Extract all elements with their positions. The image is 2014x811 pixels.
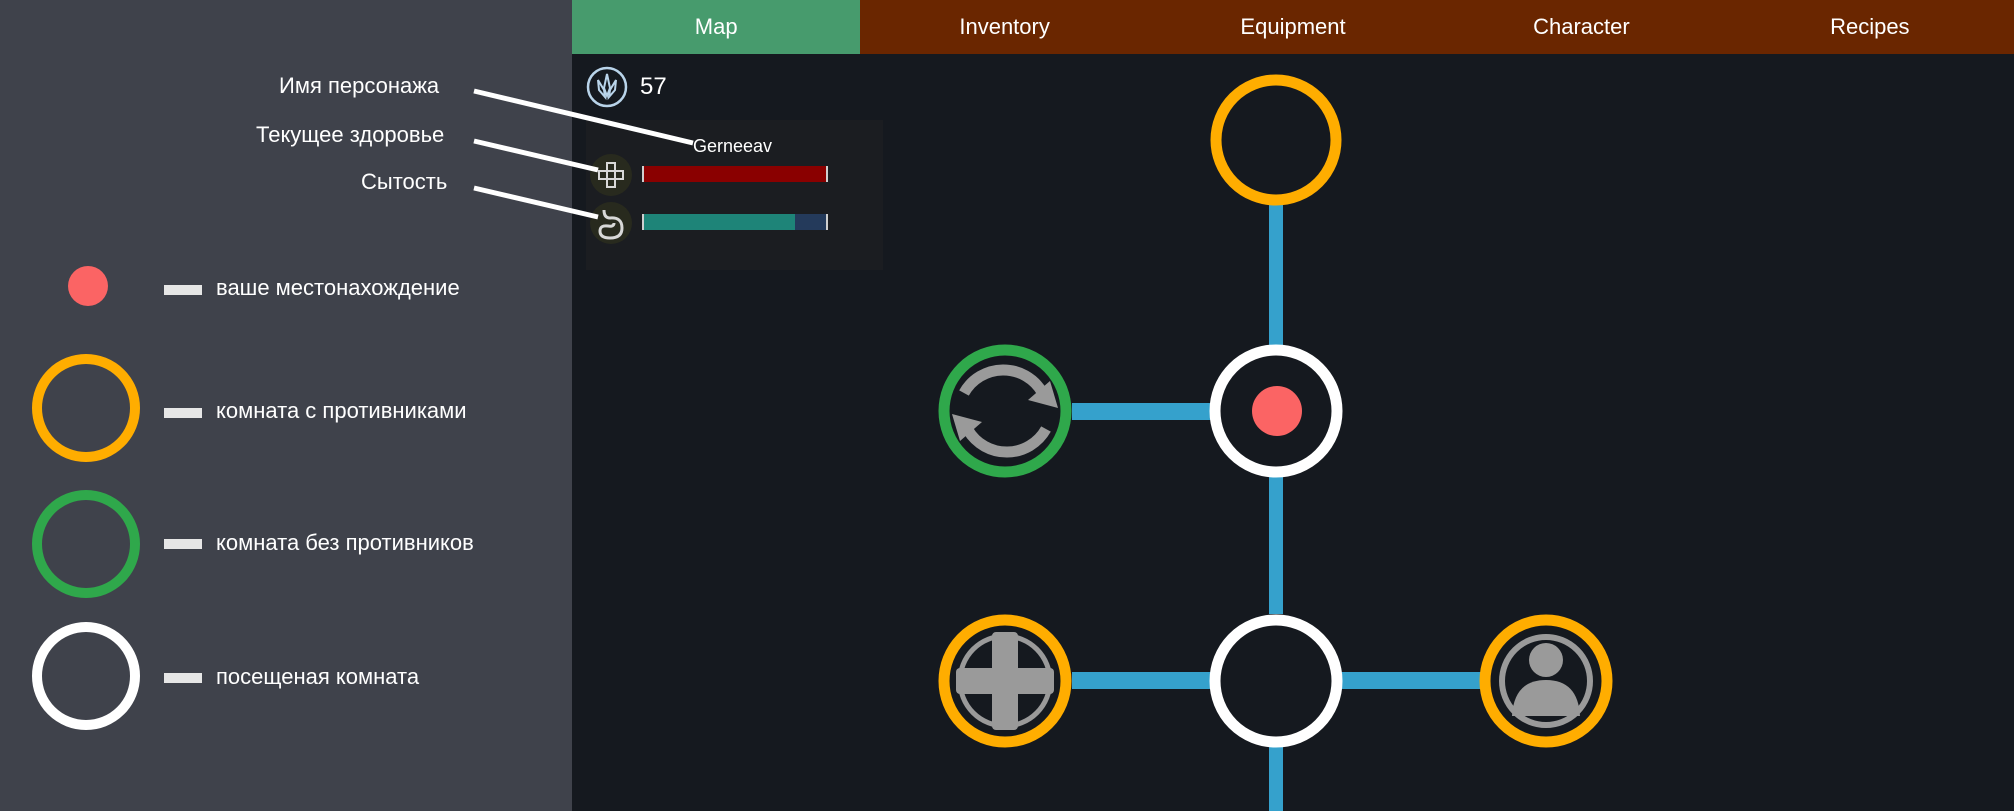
tab-equipment[interactable]: Equipment [1240, 14, 1346, 39]
map-room-visited[interactable] [1209, 614, 1343, 748]
annotation-satiety: Сытость [361, 169, 448, 194]
legend-dash [164, 539, 202, 549]
map-room-current[interactable] [1209, 344, 1343, 478]
map [938, 74, 1613, 811]
npc-avatar-icon [1499, 634, 1593, 728]
currency-value: 57 [640, 73, 667, 100]
legend-visited-room-label: посещеная комната [216, 664, 420, 689]
legend-empty-room-label: комната без противников [216, 530, 474, 555]
annotation-current-health: Текущее здоровье [256, 122, 445, 147]
game-area: Map Inventory Equipment Character Recipe… [572, 0, 2014, 811]
legend-current-location-dot [68, 266, 108, 306]
legend-current-location-label: ваше местонахождение [216, 275, 460, 300]
character-status-panel: Gerneeav [586, 120, 883, 270]
stomach-icon [590, 202, 632, 244]
corridor [1340, 672, 1481, 689]
legend-panel: ваше местонахождение комната с противник… [0, 0, 572, 811]
current-location-dot [1252, 386, 1302, 436]
legend-enemy-room-ring [32, 354, 140, 462]
tab-recipes[interactable]: Recipes [1830, 14, 1910, 39]
tab-inventory[interactable]: Inventory [959, 14, 1050, 39]
corridors [1072, 205, 1481, 811]
corridor [1269, 745, 1283, 811]
legend-dash [164, 285, 202, 295]
health-bar [642, 166, 828, 182]
satiety-bar [642, 214, 828, 230]
legend-dash [164, 408, 202, 418]
map-room-enemy[interactable] [1479, 614, 1613, 748]
health-bar-fill [644, 166, 826, 182]
map-room-enemy[interactable] [938, 614, 1072, 748]
legend-visited-room-ring [32, 622, 140, 730]
corridor [1269, 205, 1283, 346]
corridor [1072, 672, 1211, 689]
refresh-icon [952, 364, 1058, 458]
legend-enemy-room-label: комната с противниками [216, 398, 467, 423]
tab-map[interactable]: Map [572, 0, 861, 54]
health-cross-icon [956, 668, 1054, 694]
character-name: Gerneeav [693, 136, 773, 156]
currency-counter: 57 [586, 66, 667, 108]
legend-dash [164, 673, 202, 683]
corridor [1072, 403, 1211, 420]
tab-character[interactable]: Character [1533, 14, 1630, 39]
map-room-enemy[interactable] [1210, 74, 1342, 206]
legend-empty-room-ring [32, 490, 140, 598]
crystal-icon [586, 66, 628, 108]
health-cross-icon [590, 154, 632, 196]
annotation-character-name: Имя персонажа [279, 73, 440, 98]
satiety-bar-fill [644, 214, 796, 230]
corridor [1269, 476, 1283, 614]
nav-bar: Map Inventory Equipment Character Recipe… [572, 0, 2014, 54]
map-room-empty[interactable] [938, 344, 1072, 478]
